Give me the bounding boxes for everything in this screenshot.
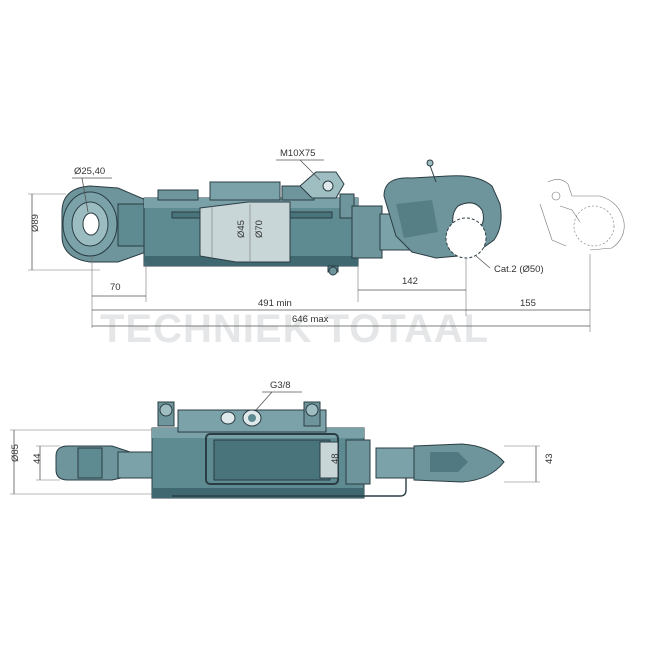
dim-hook-cat: Cat.2 (Ø50) bbox=[494, 264, 544, 275]
dim-hook-offset: 142 bbox=[402, 276, 418, 287]
dim-cylinder: Ø70 bbox=[254, 220, 265, 238]
dim-thread: M10X75 bbox=[280, 148, 315, 159]
ball-eye bbox=[61, 185, 147, 263]
dim-ball-bore: Ø25,40 bbox=[74, 166, 105, 177]
dim-min-length: 491 min bbox=[258, 298, 292, 309]
quick-hook bbox=[379, 159, 502, 259]
plan-view: G3/8 Ø85 44 48 43 bbox=[10, 380, 555, 499]
hook-inset-sketch bbox=[539, 179, 625, 251]
cylinder-body-plan bbox=[151, 401, 407, 499]
dim-eye-width: 44 bbox=[32, 453, 43, 464]
dim-height: Ø89 bbox=[30, 214, 41, 232]
ball-end-plan bbox=[55, 445, 155, 481]
dim-extra: 155 bbox=[520, 298, 536, 309]
dim-body-width: 48 bbox=[330, 453, 341, 464]
cylinder-body bbox=[143, 171, 383, 276]
watermark: TECHNIEK TOTAAL bbox=[100, 307, 489, 351]
dim-port: G3/8 bbox=[270, 380, 291, 391]
dim-max-length: 646 max bbox=[292, 314, 329, 325]
dim-eye-offset: 70 bbox=[110, 282, 121, 293]
dim-outer: Ø85 bbox=[10, 444, 21, 462]
side-view: Ø25,40 M10X75 Ø89 Ø45 Ø70 70 142 Cat.2 (… bbox=[28, 148, 625, 332]
hook-end-plan bbox=[375, 443, 505, 483]
dim-hook-width: 43 bbox=[544, 453, 555, 464]
dim-piston: Ø45 bbox=[236, 220, 247, 238]
